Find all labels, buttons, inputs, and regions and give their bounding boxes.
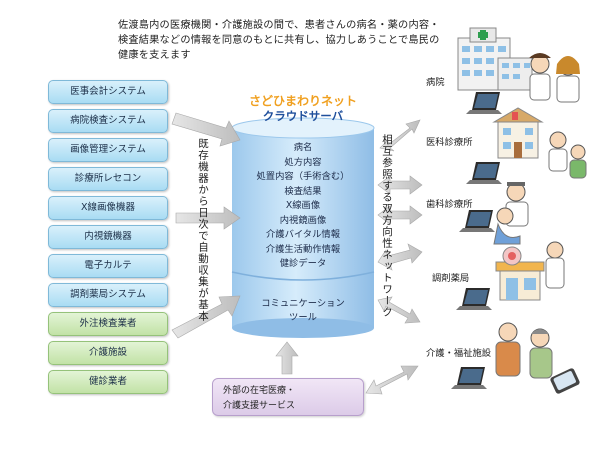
system-pill: 病院検査システム bbox=[48, 109, 168, 133]
facility-label-dental: 歯科診療所 bbox=[426, 199, 473, 210]
pharmacy-illustration bbox=[495, 241, 565, 301]
system-pill: 健診業者 bbox=[48, 370, 168, 394]
home-care-service-box: 外部の在宅医療・ 介護支援サービス bbox=[212, 378, 364, 416]
system-pill: X線画像機器 bbox=[48, 196, 168, 220]
left-inflow-arrows bbox=[171, 112, 241, 339]
facility-label-hospital: 病院 bbox=[426, 77, 445, 88]
system-pill: 介護施設 bbox=[48, 341, 168, 365]
laptop-icon bbox=[456, 288, 492, 310]
system-pill: 電子カルテ bbox=[48, 254, 168, 278]
server-subtitle: クラウドサーバ bbox=[262, 109, 344, 123]
system-pill: 画像管理システム bbox=[48, 138, 168, 162]
left-caption: 既存機器から日次で自動収集が基本 bbox=[197, 138, 209, 322]
right-bidirectional-arrows bbox=[365, 119, 423, 395]
double-arrow bbox=[377, 243, 423, 271]
laptop-icon bbox=[459, 210, 495, 232]
facility-label-pharmacy: 調剤薬局 bbox=[432, 273, 470, 284]
right-caption: 相互参照する双方向性ネットワーク bbox=[381, 134, 393, 318]
doctor-figures bbox=[529, 53, 580, 103]
system-pill: 医事会計システム bbox=[48, 80, 168, 104]
facility-label-clinic: 医科診療所 bbox=[426, 137, 473, 148]
laptop-icon bbox=[466, 92, 502, 114]
server-data-item: 処置内容（手術含む） bbox=[256, 171, 350, 182]
server-data-item: 健診データ bbox=[279, 258, 327, 269]
laptop-icon bbox=[451, 367, 487, 389]
comm-line: ツール bbox=[289, 312, 317, 323]
communication-tool-label: コミュニケーション ツール bbox=[240, 297, 366, 325]
clinic-illustration bbox=[492, 107, 587, 179]
server-data-list: 病名 処方内容 処置内容（手術含む） 検査結果 X線画像 内視鏡画像 介護バイタ… bbox=[240, 141, 366, 272]
double-arrow bbox=[377, 205, 423, 225]
home-box-line: 外部の在宅医療・ bbox=[223, 386, 296, 396]
inflow-arrow bbox=[175, 206, 241, 230]
care-facility-illustration bbox=[495, 322, 580, 394]
hospital-illustration bbox=[457, 27, 533, 91]
intro-line: 検査結果などの情報を同意のもとに共有し、協力しあうことで島民の bbox=[118, 35, 440, 46]
server-data-item: 病名 bbox=[293, 142, 313, 153]
server-data-item: 検査結果 bbox=[284, 185, 322, 197]
double-arrow bbox=[379, 119, 421, 152]
server-data-item: 内視鏡画像 bbox=[279, 214, 327, 226]
facility-label-care: 介護・福祉施設 bbox=[426, 348, 492, 359]
double-arrow bbox=[365, 365, 419, 395]
intro-line: 健康を支えます bbox=[118, 50, 191, 61]
intro-line: 佐渡島内の医療機関・介護施設の間で、患者さんの病名・薬の内容・ bbox=[118, 20, 440, 31]
server-data-item: 処方内容 bbox=[284, 156, 322, 168]
up-arrow bbox=[275, 341, 299, 375]
inflow-arrow bbox=[171, 295, 241, 339]
server-data-item: 介護バイタル情報 bbox=[265, 229, 340, 240]
server-data-item: X線画像 bbox=[285, 200, 321, 211]
dental-illustration bbox=[493, 182, 529, 245]
double-arrow bbox=[377, 175, 423, 195]
system-pill: 診療所レセコン bbox=[48, 167, 168, 191]
server-title: さどひまわりネット bbox=[248, 94, 357, 108]
home-box-line: 介護支援サービス bbox=[223, 401, 296, 411]
server-data-item: 介護生活動作情報 bbox=[265, 243, 341, 255]
double-arrow bbox=[377, 296, 421, 324]
comm-line: コミュニケーション bbox=[261, 298, 345, 309]
inflow-arrow bbox=[171, 112, 241, 147]
system-pill: 内視鏡機器 bbox=[48, 225, 168, 249]
system-pill: 外注検査業者 bbox=[48, 312, 168, 336]
laptop-icons bbox=[451, 92, 502, 389]
system-pill: 調剤薬局システム bbox=[48, 283, 168, 307]
laptop-icon bbox=[466, 162, 502, 184]
cloud-server-cylinder bbox=[231, 117, 375, 338]
intro-text: 佐渡島内の医療機関・介護施設の間で、患者さんの病名・薬の内容・ 検査結果などの情… bbox=[118, 18, 448, 63]
